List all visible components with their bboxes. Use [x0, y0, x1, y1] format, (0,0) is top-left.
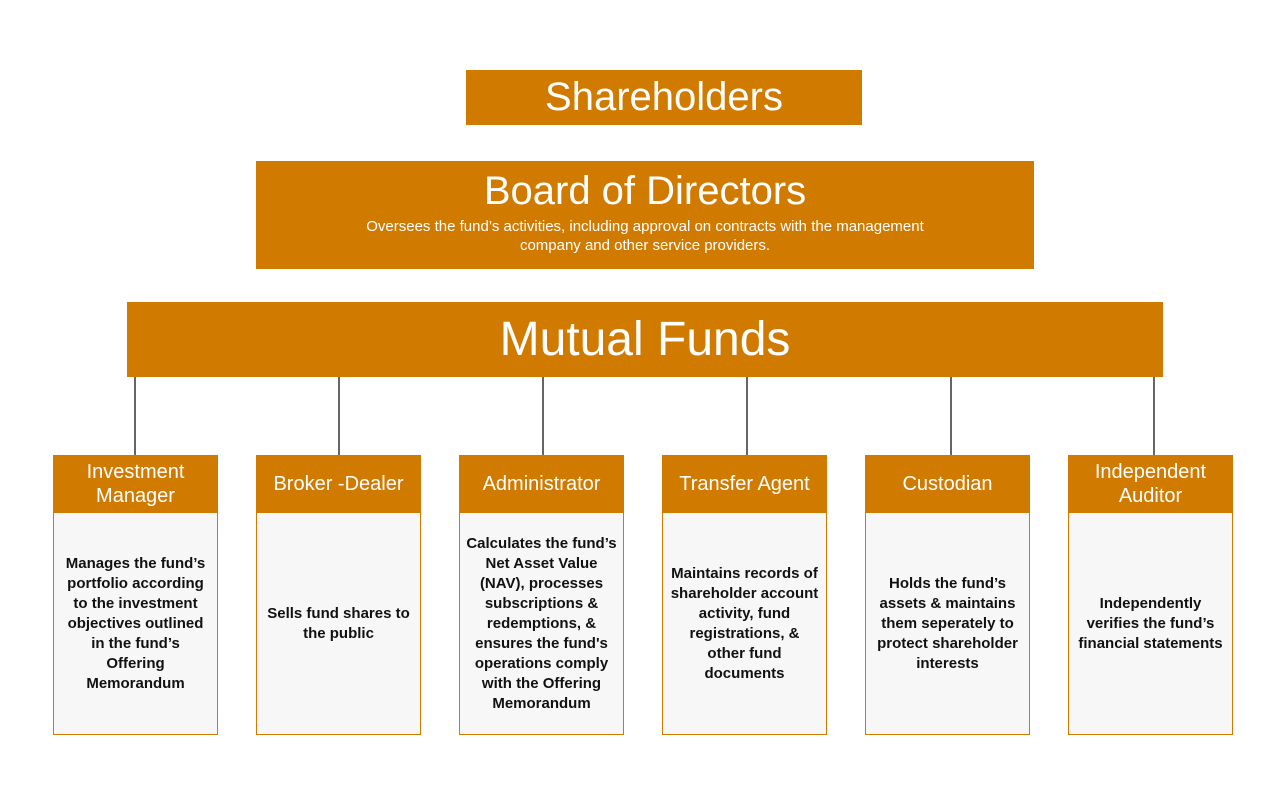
shareholders-title: Shareholders	[545, 75, 783, 119]
role-description: Maintains records of shareholder account…	[662, 513, 827, 735]
role-card-transfer-agent: Transfer Agent Maintains records of shar…	[662, 455, 827, 735]
role-description: Manages the fund’s portfolio according t…	[53, 513, 218, 735]
shareholders-box: Shareholders	[466, 70, 862, 125]
role-title: Administrator	[459, 455, 624, 513]
connector-line	[134, 377, 136, 455]
role-title: Investment Manager	[53, 455, 218, 513]
role-card-custodian: Custodian Holds the fund’s assets & main…	[865, 455, 1030, 735]
role-description: Holds the fund’s assets & maintains them…	[865, 513, 1030, 735]
role-title: Custodian	[865, 455, 1030, 513]
board-of-directors-box: Board of Directors Oversees the fund’s a…	[256, 161, 1034, 269]
connector-line	[338, 377, 340, 455]
connector-line	[1153, 377, 1155, 455]
connector-line	[746, 377, 748, 455]
role-card-administrator: Administrator Calculates the fund’s Net …	[459, 455, 624, 735]
role-title: Broker -Dealer	[256, 455, 421, 513]
role-description: Sells fund shares to the public	[256, 513, 421, 735]
role-title: Independent Auditor	[1068, 455, 1233, 513]
mutual-funds-box: Mutual Funds	[127, 302, 1163, 377]
board-title: Board of Directors	[483, 169, 807, 213]
connector-line	[542, 377, 544, 455]
board-description: Oversees the fund’s activities, includin…	[366, 218, 924, 254]
role-description: Calculates the fund’s Net Asset Value (N…	[459, 513, 624, 735]
role-card-broker-dealer: Broker -Dealer Sells fund shares to the …	[256, 455, 421, 735]
role-card-independent-auditor: Independent Auditor Independently verifi…	[1068, 455, 1233, 735]
role-card-investment-manager: Investment Manager Manages the fund’s po…	[53, 455, 218, 735]
connector-line	[950, 377, 952, 455]
role-title: Transfer Agent	[662, 455, 827, 513]
role-description: Independently verifies the fund’s financ…	[1068, 513, 1233, 735]
mutual-funds-title: Mutual Funds	[499, 313, 791, 366]
